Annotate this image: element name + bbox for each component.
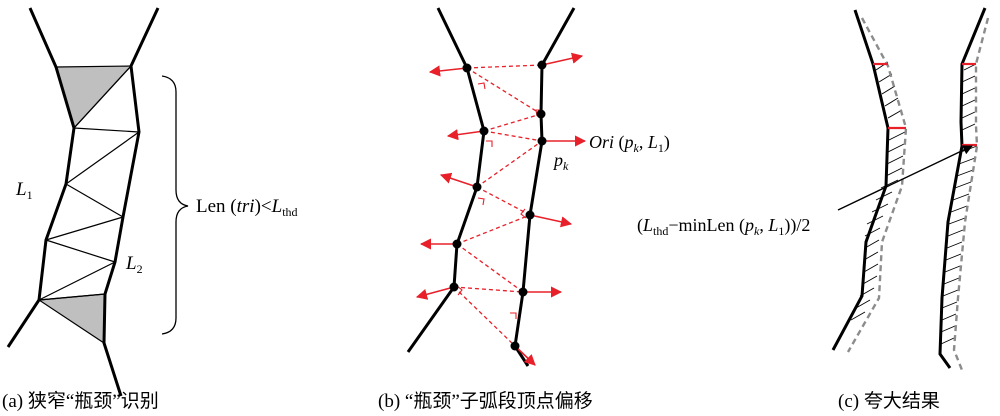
narrow-triangle-top: [55, 65, 133, 130]
triangulation-lines: [38, 65, 140, 301]
pk-label: pk: [552, 150, 569, 173]
original-line-left: [846, 17, 908, 353]
label-l2: L2: [125, 253, 143, 276]
offset-ticks: [873, 62, 977, 147]
ori-label: Ori (pk, L1): [589, 132, 670, 155]
hatching-left: [850, 61, 906, 321]
panel-b: Ori (pk, L1) pk (b) “瓶颈”子弧段顶点偏移: [378, 7, 670, 412]
offset-arrows: [415, 52, 587, 366]
sub-arc-vertices: [449, 60, 547, 351]
exaggerated-line-right: [938, 7, 987, 369]
panel-a: L1 L2 Len (tri)<Lthd (a) 狭窄“瓶颈”识别: [2, 7, 298, 412]
offset-formula: (Lthd−minLen (pk, L1))/2: [637, 215, 810, 238]
offset-dashed-links: [453, 64, 543, 347]
polyline-l1-b: [406, 7, 486, 353]
hatching-right: [940, 63, 978, 345]
polyline-l2: [102, 7, 160, 397]
polyline-l2-b: [513, 7, 576, 367]
label-l1: L1: [15, 179, 33, 202]
caption-c: (c) 夸大结果: [838, 390, 940, 412]
narrow-triangle-bottom: [37, 293, 106, 345]
panel-c: (Lthd−minLen (pk, L1))/2 (c) 夸大结果: [637, 7, 990, 412]
right-angle-markers: [456, 82, 542, 319]
caption-b: (b) “瓶颈”子弧段顶点偏移: [378, 390, 593, 412]
brace: [161, 75, 189, 335]
original-line-right: [952, 17, 990, 371]
annotation-arrow: [837, 145, 973, 211]
caption-a: (a) 狭窄“瓶颈”识别: [2, 390, 159, 412]
len-threshold-label: Len (tri)<Lthd: [196, 196, 298, 219]
polyline-l1: [6, 7, 76, 348]
